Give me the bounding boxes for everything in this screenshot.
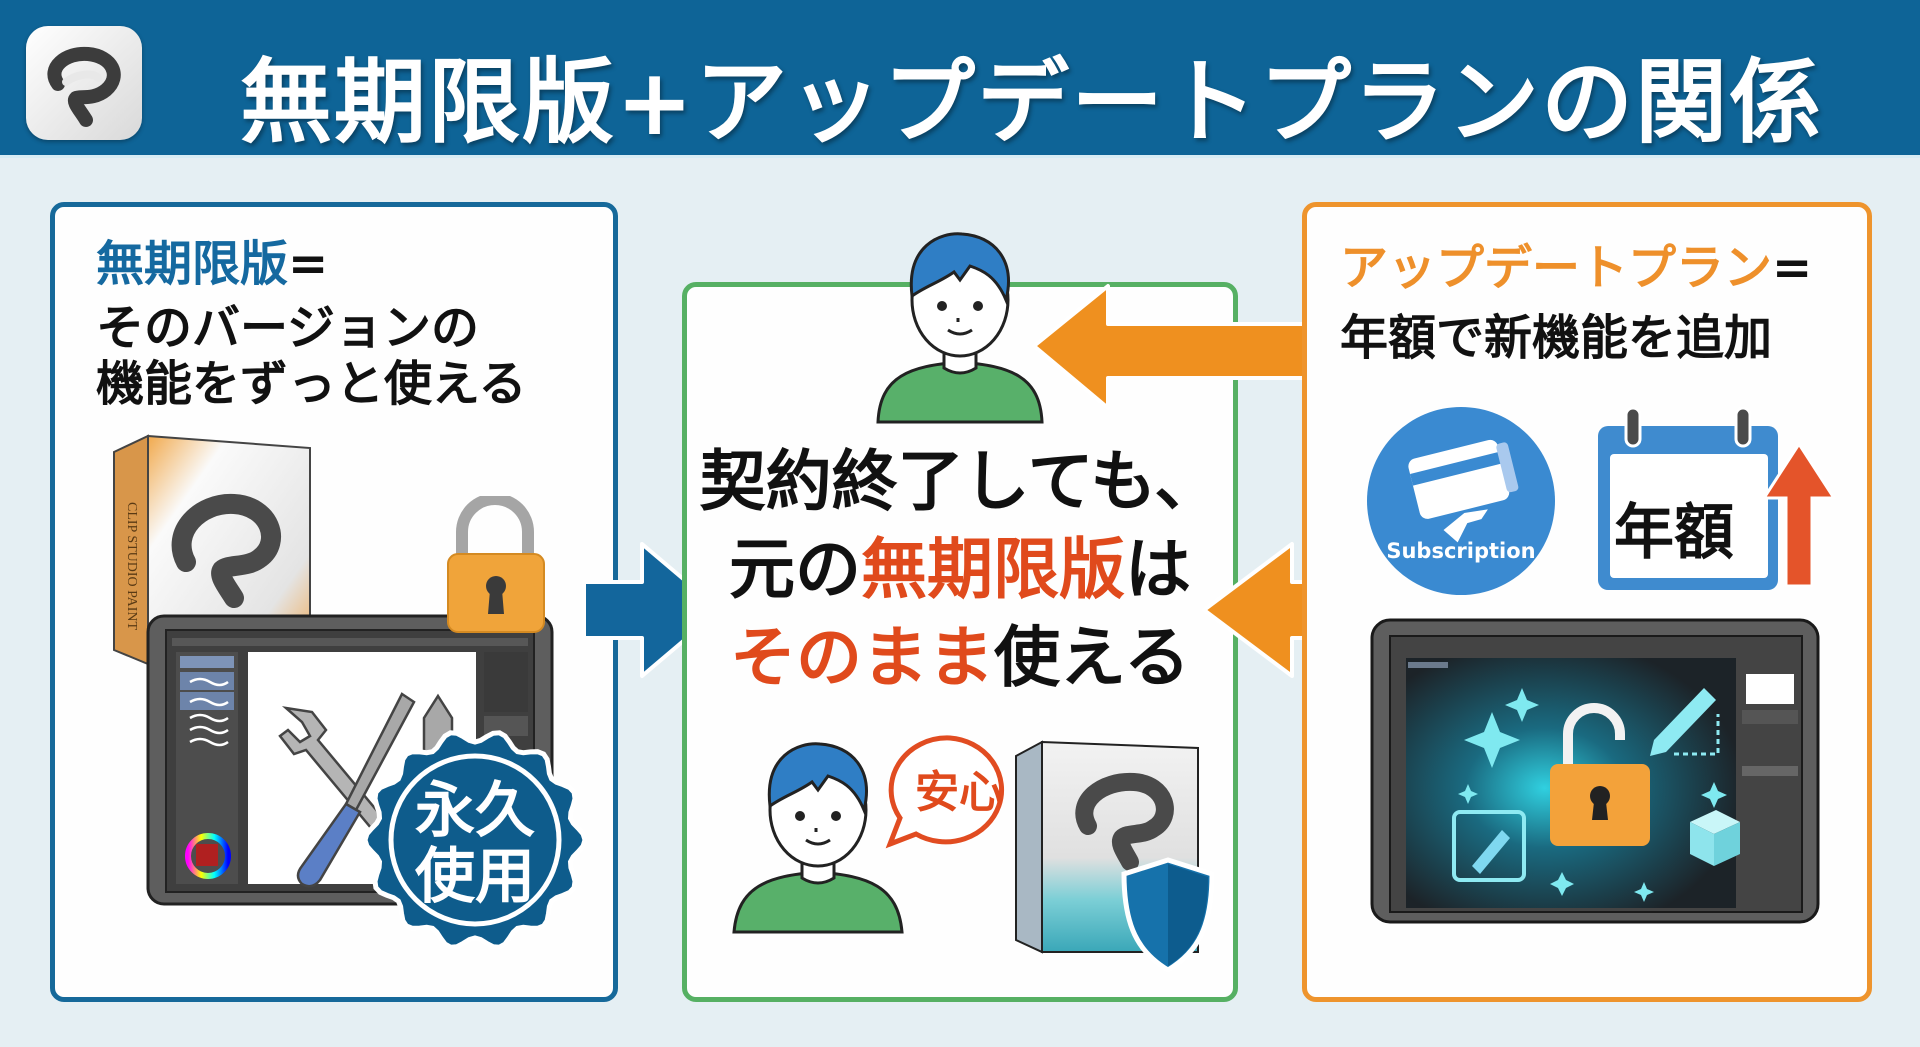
left-line2: そのバージョンの [96,300,480,356]
left-heading-highlight: 無期限版 [96,236,289,292]
right-line2: 年額で新機能を追加 [1340,310,1773,366]
left-heading-equals: = [288,236,329,292]
left-line3: 機能をずっと使える [96,356,527,412]
middle-line2-suffix: は [1125,531,1191,608]
person-icon [732,742,904,934]
screwdriver-icon [296,692,416,888]
tablet-app-icon [1370,618,1820,924]
header-bar: 無期限版+アップデートプランの関係 [0,0,1920,158]
unlocked-padlock-icon [1550,703,1650,846]
arrow-right-icon [582,542,722,678]
middle-line1: 契約終了しても、 [699,443,1221,520]
calendar-icon [1598,406,1778,590]
middle-message: 契約終了しても、 元の無期限版は そのまま使える [690,438,1230,702]
subscription-label: Subscription [1386,539,1535,563]
permanent-use-badge [362,730,588,950]
subscription-card-icon: Subscription [1367,407,1555,595]
right-heading-highlight: アップデートプラン [1340,240,1773,296]
badge-line1: 永久 [415,776,535,846]
left-heading: 無期限版= [96,232,328,296]
speech-bubble [885,735,1005,849]
arrow-left-icon [1032,284,1308,410]
wrench-icon [278,706,400,848]
cube-icon [1690,810,1740,866]
clip-studio-logo-icon [26,26,142,140]
right-heading-equals: = [1772,240,1813,296]
middle-line3: そのまま使える [690,614,1230,702]
software-box-icon: CLIP STUDIO PAINT [113,434,311,670]
badge-line2: 使用 [415,842,535,912]
pen-tool-icon [1452,810,1526,882]
middle-line2: 元の無期限版は [690,526,1230,614]
padlock-icon [447,496,545,633]
middle-line2-highlight: 無期限版 [861,531,1125,608]
up-arrow-icon [1761,441,1837,588]
badge-text: 永久 使用 [405,778,545,910]
color-wheel-icon [185,833,231,879]
right-heading: アップデートプラン= [1340,236,1812,300]
page-title: 無期限版+アップデートプランの関係 [240,49,1824,156]
pencil-icon [1650,688,1720,756]
speech-bubble-text: 安心 [915,767,1003,818]
shield-icon [1121,857,1215,973]
middle-line3-suffix: 使える [993,619,1191,696]
middle-line2-prefix: 元の [729,531,861,608]
calendar-label: 年額 [1614,498,1734,568]
middle-line3-highlight: そのまま [729,619,994,696]
sparkle-icon [1458,688,1727,902]
person-icon [876,232,1044,424]
box-label: CLIP STUDIO PAINT [124,502,139,631]
